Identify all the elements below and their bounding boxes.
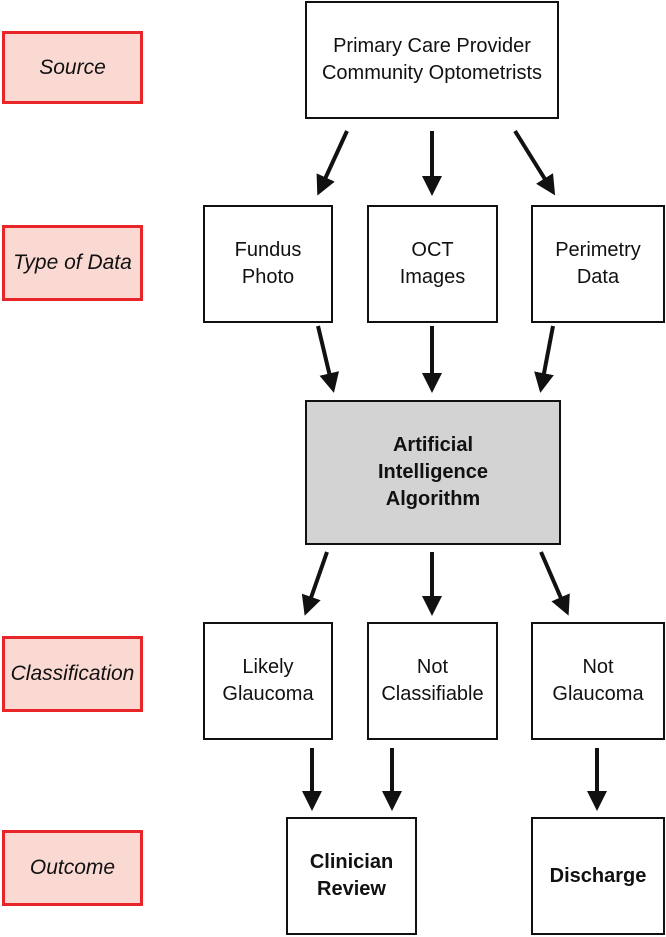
- oct-images-node: OCT Images: [367, 205, 498, 323]
- arrow-source-to-perimetry: [513, 129, 556, 196]
- clinician-review-node: Clinician Review: [286, 817, 417, 935]
- stage-label-source: Source: [2, 31, 143, 104]
- source-node: Primary Care Provider Community Optometr…: [305, 1, 559, 119]
- stage-label-classification: Classification: [2, 636, 143, 712]
- perimetry-data-node: Perimetry Data: [531, 205, 665, 323]
- arrow-ai-to-likely-glaucoma: [301, 551, 329, 616]
- stage-label-type-of-data: Type of Data: [2, 225, 143, 301]
- fundus-photo-node: Fundus Photo: [203, 205, 333, 323]
- ai-algorithm-node: Artificial Intelligence Algorithm: [305, 400, 561, 545]
- arrow-source-to-fundus: [316, 130, 349, 196]
- stage-label-outcome: Outcome: [2, 830, 143, 906]
- arrow-fundus-to-ai: [316, 325, 340, 393]
- arrow-perimetry-to-ai: [534, 325, 555, 393]
- likely-glaucoma-node: Likely Glaucoma: [203, 622, 333, 740]
- discharge-node: Discharge: [531, 817, 665, 935]
- arrow-ai-to-not-glaucoma: [539, 551, 570, 616]
- not-classifiable-node: Not Classifiable: [367, 622, 498, 740]
- not-glaucoma-node: Not Glaucoma: [531, 622, 665, 740]
